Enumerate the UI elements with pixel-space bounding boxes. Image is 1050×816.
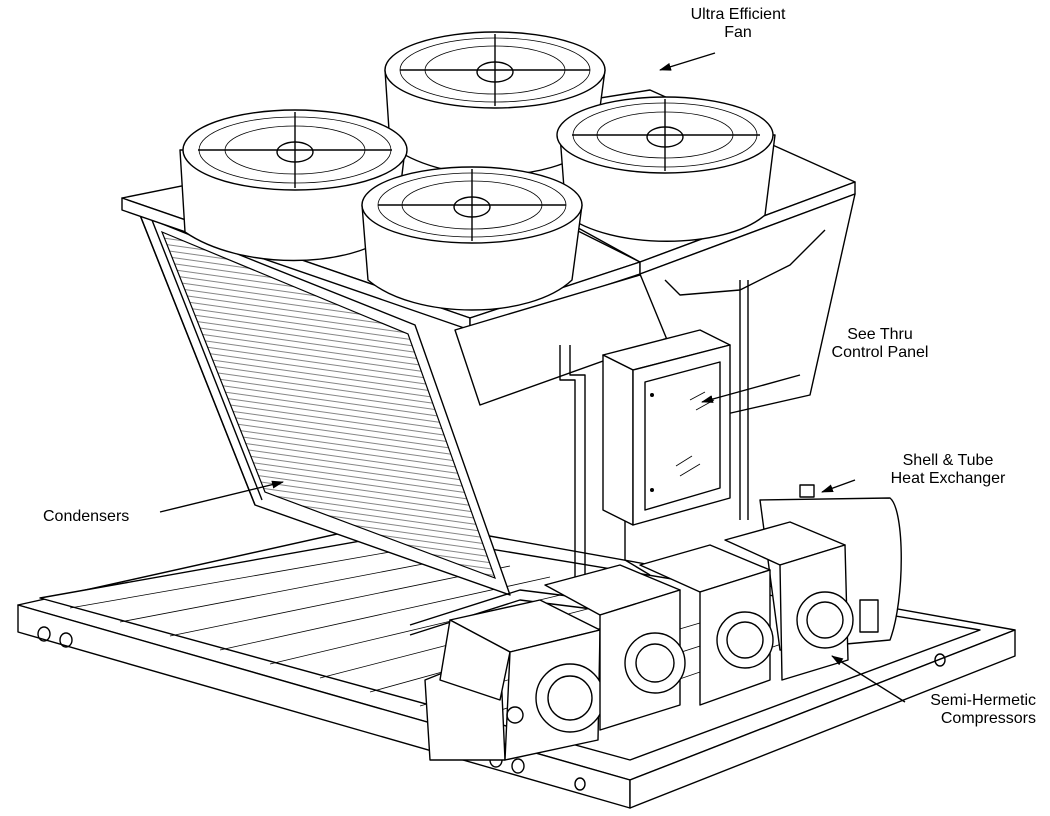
- callout-heat-exchanger: Shell & Tube Heat Exchanger: [868, 452, 1028, 488]
- callout-condensers: Condensers: [43, 508, 129, 526]
- callout-panel-line-2: Control Panel: [831, 344, 929, 361]
- panel-leader: [701, 374, 801, 403]
- fan-right: [556, 96, 776, 242]
- compressors-leader: [831, 655, 906, 703]
- callout-compressors-line-2: Compressors: [940, 710, 1036, 727]
- callout-fan-line-2: Fan: [724, 24, 752, 41]
- compressor-1: [424, 599, 605, 761]
- compressor-2: [544, 564, 686, 731]
- callout-compressors: Semi-Hermetic Compressors: [896, 692, 1036, 728]
- control-panel: [602, 329, 731, 526]
- callout-fan: Ultra Efficient Fan: [668, 6, 808, 42]
- leader-lines: [159, 52, 906, 703]
- refrigerant-piping: [409, 280, 749, 636]
- fan-front: [361, 166, 583, 311]
- callout-exchanger-line-1: Shell & Tube: [902, 452, 994, 469]
- condensers-leader: [159, 480, 284, 513]
- compressor-3: [639, 544, 774, 706]
- callout-fan-line-1: Ultra Efficient: [690, 6, 786, 23]
- callout-exchanger-line-2: Heat Exchanger: [890, 470, 1006, 487]
- condenser-coil-left: [139, 214, 511, 596]
- compressor-4: [724, 521, 854, 681]
- callout-control-panel: See Thru Control Panel: [815, 326, 945, 362]
- fan-leader: [659, 52, 716, 71]
- callout-panel-line-1: See Thru: [847, 326, 913, 343]
- exchanger-leader: [821, 479, 856, 493]
- callout-condensers-line-1: Condensers: [43, 508, 130, 525]
- callout-compressors-line-1: Semi-Hermetic: [930, 692, 1036, 709]
